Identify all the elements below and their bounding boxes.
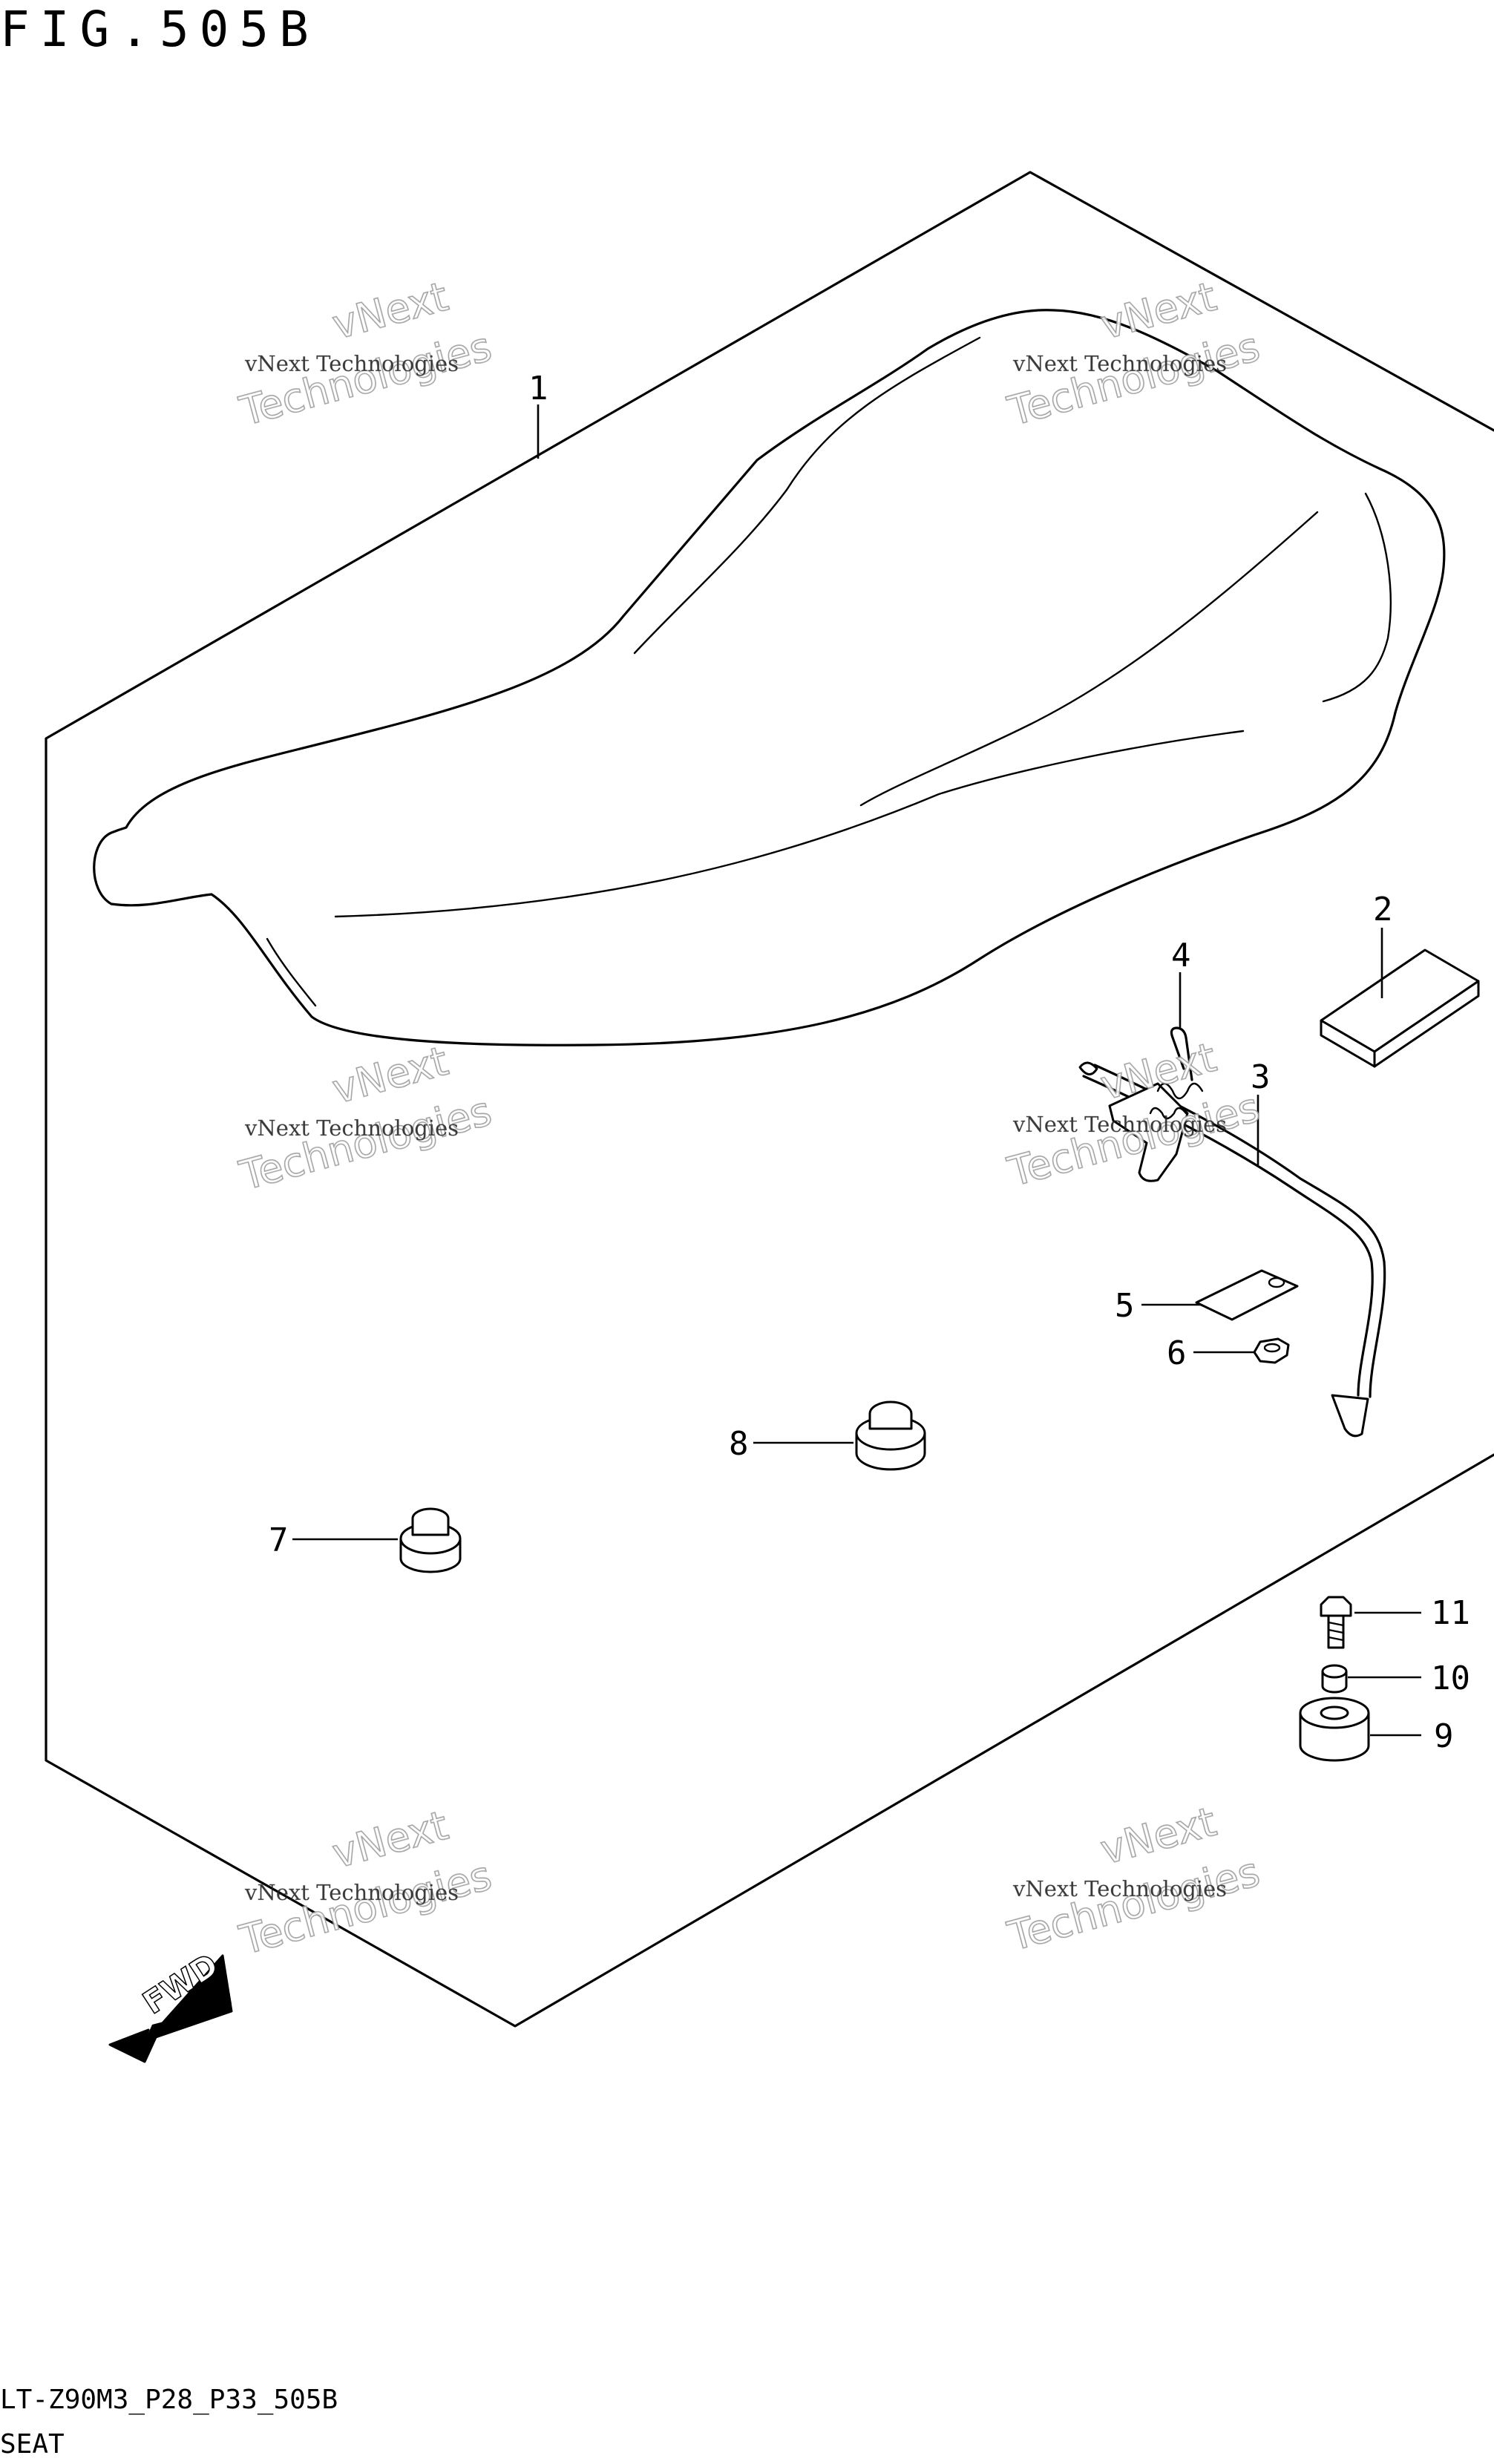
- callout-5: 5: [1115, 1287, 1135, 1325]
- callout-10: 10: [1431, 1659, 1470, 1697]
- svg-text:vNext Technologies: vNext Technologies: [1012, 351, 1227, 376]
- rubber-grommet: [1299, 1697, 1370, 1762]
- callout-8: 8: [729, 1425, 749, 1463]
- plate-nut: [1253, 1337, 1290, 1364]
- seat-pad: [1320, 948, 1480, 1068]
- callout-9: 9: [1434, 1717, 1454, 1755]
- svg-text:vNext Technologies: vNext Technologies: [244, 351, 459, 376]
- callout-4: 4: [1171, 937, 1191, 974]
- svg-text:vNext Technologies: vNext Technologies: [244, 1115, 459, 1141]
- mounting-collar: [1321, 1664, 1348, 1694]
- watermark: Technologies vNext vNext Technologies Te…: [234, 272, 1265, 1965]
- callout-6: 6: [1167, 1334, 1187, 1372]
- assembly-frame: [45, 171, 1494, 2028]
- mounting-bolt: [1320, 1596, 1352, 1649]
- callout-1: 1: [528, 370, 548, 407]
- seat-cushion-left: [399, 1507, 462, 1573]
- figure-title: FIG.505B: [0, 1, 319, 58]
- svg-text:vNext Technologies: vNext Technologies: [244, 1880, 459, 1905]
- callout-11: 11: [1431, 1594, 1470, 1632]
- forward-direction-arrow: FWD: [108, 1946, 233, 2063]
- seat-cushion-center: [855, 1400, 926, 1471]
- lock-spring: [1156, 1026, 1204, 1100]
- seat-lock-rod: [1078, 1061, 1386, 1438]
- callout-7: 7: [269, 1521, 289, 1559]
- callout-3: 3: [1251, 1058, 1271, 1096]
- lock-plate: [1195, 1269, 1299, 1321]
- model-code: LT-Z90M3_P28_P33_505B: [0, 2385, 338, 2415]
- callout-2: 2: [1373, 891, 1393, 928]
- svg-text:vNext Technologies: vNext Technologies: [1012, 1112, 1227, 1137]
- leader-lines: [292, 404, 1421, 1737]
- svg-text:vNext Technologies: vNext Technologies: [1012, 1876, 1227, 1901]
- callout-labels: 1 2 3 4 5 6 7 8 9 10 11: [269, 370, 1470, 1755]
- section-name: SEAT: [0, 2429, 65, 2460]
- seat-assembly: [93, 309, 1446, 1046]
